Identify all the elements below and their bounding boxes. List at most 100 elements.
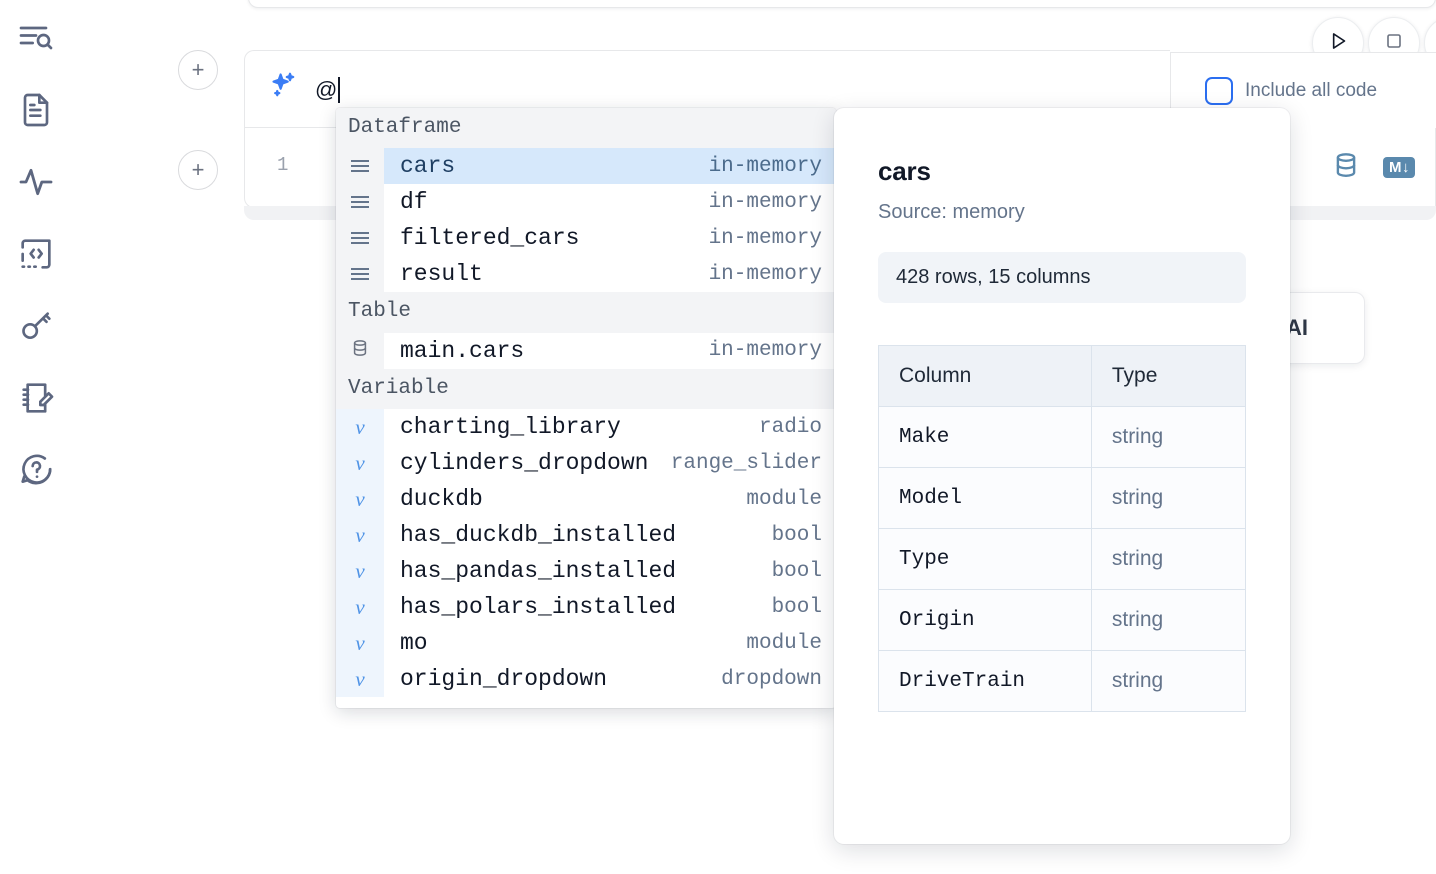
autocomplete-item[interactable]: ν has_polars_installed bool [336,589,836,626]
autocomplete-section-header: Table [336,292,836,333]
sidebar-item-help[interactable] [14,448,58,492]
sidebar-item-dependencies[interactable] [14,232,58,276]
left-icon-rail [0,0,72,874]
ai-prompt-input[interactable]: @ [315,75,341,103]
variable-icon: ν [355,630,365,655]
variable-icon: ν [355,558,365,583]
chat-question-icon [16,450,56,490]
autocomplete-item-name: result [400,261,483,288]
autocomplete-item[interactable]: filtered_cars in-memory [336,220,836,257]
autocomplete-item-type: bool [771,559,822,583]
detail-shape-badge: 428 rows, 15 columns [878,252,1246,303]
sidebar-item-files[interactable] [14,88,58,132]
sidebar-item-outline[interactable] [14,16,58,60]
code-brackets-icon [16,234,56,274]
autocomplete-item-type: in-memory [708,154,822,178]
autocomplete-item-name: cylinders_dropdown [400,450,649,477]
notebook-edit-icon [16,378,56,418]
autocomplete-item-name: filtered_cars [400,225,580,252]
autocomplete-item-type: bool [771,523,822,547]
column-type-cell: string [1090,406,1247,468]
variable-icon: ν [355,666,365,691]
outline-search-icon [16,18,56,58]
autocomplete-item[interactable]: df in-memory [336,184,836,221]
autocomplete-item-type: dropdown [721,667,822,691]
column-type-cell: string [1090,528,1247,590]
autocomplete-item-name: df [400,189,428,216]
autocomplete-item-type: bool [771,595,822,619]
autocomplete-item-type: in-memory [708,226,822,250]
autocomplete-item[interactable]: ν mo module [336,625,836,662]
column-type-cell: string [1090,467,1247,529]
detail-source: Source: memory [878,201,1025,223]
play-icon [1325,28,1351,59]
include-all-code-checkbox[interactable] [1205,76,1233,105]
column-name-cell: Type [878,528,1092,590]
sidebar-item-variables[interactable] [14,160,58,204]
database-icon[interactable] [1331,150,1361,185]
table-header-cell: Column [878,345,1092,407]
dataframe-rows-icon [351,232,369,245]
ai-prompt-value: @ [315,77,338,102]
autocomplete-item-type: in-memory [708,262,822,286]
add-cell-button-top[interactable]: + [178,50,218,90]
autocomplete-section-header: Dataframe [336,108,836,149]
autocomplete-item-name: has_duckdb_installed [400,522,677,549]
autocomplete-item[interactable]: ν cylinders_dropdown range_slider [336,445,836,482]
activity-icon [16,162,56,202]
add-cell-button-bottom[interactable]: + [178,150,218,190]
markdown-icon[interactable]: M ↓ [1383,157,1415,178]
previous-cell-stub [248,0,1436,8]
column-name-cell: Origin [878,589,1092,651]
markdown-letter: M [1389,159,1402,176]
sidebar-item-secrets[interactable] [14,304,58,348]
column-name-cell: DriveTrain [878,650,1092,712]
autocomplete-item[interactable]: cars in-memory [336,148,836,185]
key-icon [16,306,56,346]
autocomplete-item-name: mo [400,630,428,657]
variable-icon: ν [355,594,365,619]
autocomplete-item-type: module [746,487,822,511]
sparkle-icon [269,70,299,100]
sidebar-item-scratchpad[interactable] [14,376,58,420]
column-type-cell: string [1090,650,1247,712]
variable-icon: ν [355,450,365,475]
markdown-arrow: ↓ [1402,159,1410,176]
autocomplete-item[interactable]: main.cars in-memory [336,332,836,369]
autocomplete-item-type: radio [758,415,822,439]
dataframe-rows-icon [351,160,369,173]
autocomplete-item[interactable]: result in-memory [336,256,836,293]
table-header-cell: Type [1090,345,1247,407]
column-name-cell: Make [878,406,1092,468]
variable-icon: ν [355,522,365,547]
autocomplete-item-type: module [746,631,822,655]
autocomplete-item-type: in-memory [708,339,822,363]
autocomplete-item-name: cars [400,153,456,180]
autocomplete-item[interactable]: ν has_pandas_installed bool [336,553,836,590]
autocomplete-item-type: in-memory [708,190,822,214]
column-name-cell: Model [878,467,1092,529]
detail-title: cars [878,156,931,186]
text-caret [338,77,341,103]
autocomplete-item-name: has_polars_installed [400,594,677,621]
cell-action-icons: M ↓ [1331,150,1415,185]
dataframe-rows-icon [351,268,369,281]
variable-icon: ν [355,414,365,439]
stop-square-icon [1382,29,1406,58]
include-all-code-label: Include all code [1245,79,1378,101]
autocomplete-item-name: has_pandas_installed [400,558,677,585]
autocomplete-item-type: range_slider [670,451,822,475]
autocomplete-item[interactable]: ν has_duckdb_installed bool [336,517,836,554]
autocomplete-item[interactable]: ν origin_dropdown dropdown [336,661,836,698]
autocomplete-item-name: main.cars [400,337,525,364]
autocomplete-item-name: origin_dropdown [400,666,608,693]
